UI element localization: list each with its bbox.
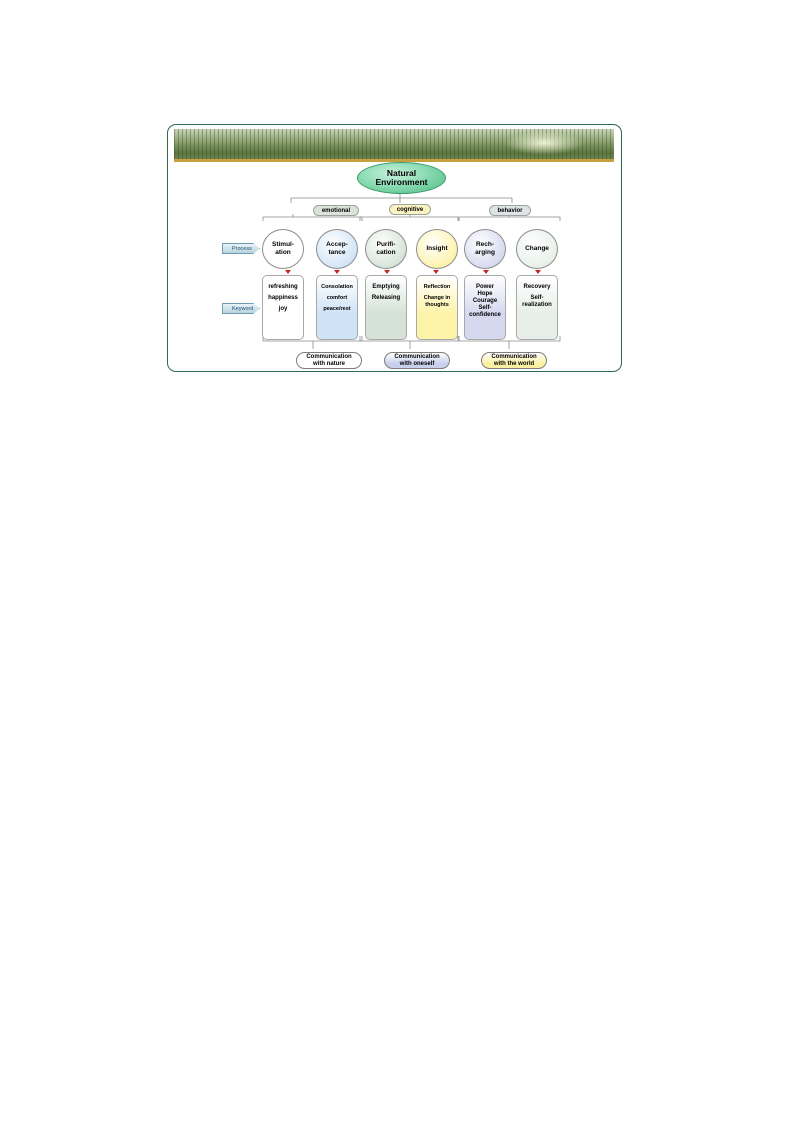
domain-emotional: emotional <box>313 205 359 216</box>
down-arrow-icon <box>535 270 541 274</box>
keyword: Releasing <box>371 295 401 301</box>
process-purification: Purifi- cation <box>365 229 407 269</box>
keyword: Courage <box>472 298 498 304</box>
root-line-2: Environment <box>375 177 428 187</box>
keyword: peace/rest <box>323 306 351 312</box>
process-recharging: Rech- arging <box>464 229 506 269</box>
keywords-insight: Reflection Change in thoughts <box>416 275 458 340</box>
down-arrow-icon <box>384 270 390 274</box>
keyword: comfort <box>326 295 348 301</box>
forest-banner-image <box>174 129 614 162</box>
keyword: Hope <box>477 291 493 297</box>
keywords-acceptance: Consolation comfort peace/rest <box>316 275 358 340</box>
process-change: Change <box>516 229 558 269</box>
keyword: Power <box>475 284 494 290</box>
keyword: happiness <box>268 295 298 301</box>
keyword: Consolation <box>321 284 353 290</box>
comm-line-2: with the world <box>493 360 535 367</box>
keyword: Change in thoughts <box>423 295 451 308</box>
keywords-recharging: Power Hope Courage Self-confidence <box>464 275 506 340</box>
root-line-1: Natural <box>386 167 417 178</box>
domain-behavior: behavior <box>489 205 531 216</box>
keyword: refreshing <box>268 284 298 290</box>
comm-line-2: with oneself <box>399 360 435 367</box>
down-arrow-icon <box>334 270 340 274</box>
keyword-row-tag: Keyword <box>222 303 260 314</box>
keyword: joy <box>278 306 288 312</box>
keyword: Self-realization <box>522 295 552 308</box>
comm-line-1: Communication <box>306 354 352 360</box>
banner-light <box>504 131 584 155</box>
down-arrow-icon <box>433 270 439 274</box>
keyword: Emptying <box>372 284 400 290</box>
down-arrow-icon <box>483 270 489 274</box>
keyword: Self-confidence <box>469 305 501 318</box>
comm-line-2: with nature <box>312 360 345 367</box>
keywords-stimulation: refreshing happiness joy <box>262 275 304 340</box>
keywords-purification: Emptying Releasing <box>365 275 407 340</box>
process-insight: Insight <box>416 229 458 269</box>
process-acceptance: Accep- tance <box>316 229 358 269</box>
process-stimulation: Stimul- ation <box>262 229 304 269</box>
keywords-change: Recovery Self-realization <box>516 275 558 340</box>
comm-line-1: Communication <box>491 354 537 360</box>
comm-line-1: Communication <box>394 354 440 360</box>
domain-cognitive: cognitive <box>389 204 431 215</box>
process-row-tag: Process <box>222 243 260 254</box>
keyword: Recovery <box>523 284 551 290</box>
keyword: Reflection <box>423 284 451 290</box>
down-arrow-icon <box>285 270 291 274</box>
